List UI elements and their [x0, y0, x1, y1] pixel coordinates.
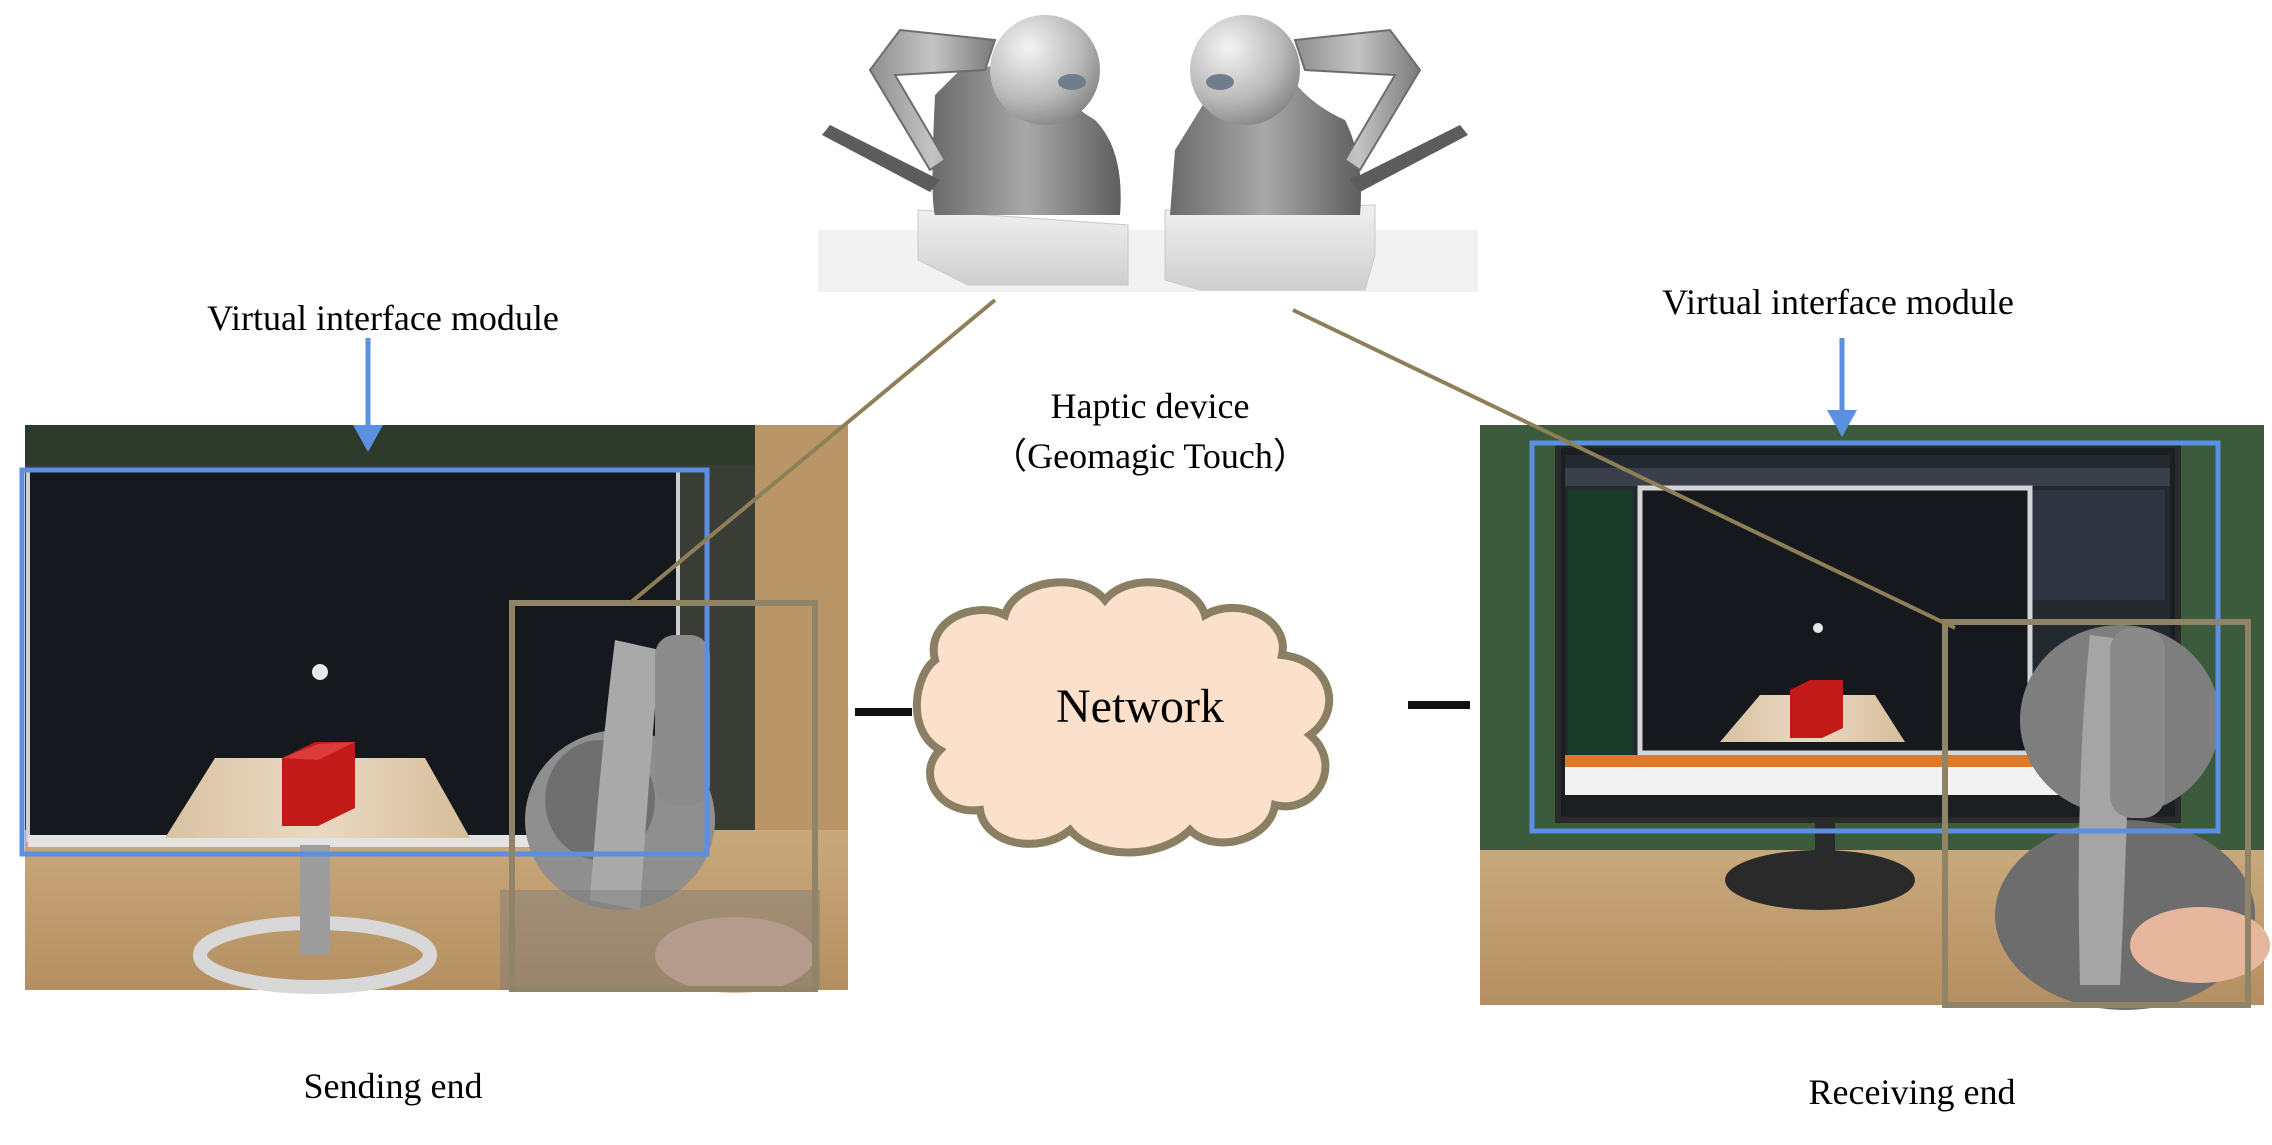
device-right-badge [1206, 74, 1234, 90]
haptic-model-label: （Geomagic Touch） [991, 436, 1309, 476]
sending-haptic-box [509, 600, 818, 992]
network-label: Network [1056, 680, 1224, 733]
photo-right-status-bar [1565, 755, 2170, 767]
device-right-dome [1190, 15, 1300, 125]
receiving-haptic-box [1942, 619, 2251, 1008]
virtual-probe-dot-left [312, 664, 328, 680]
device-left-stylus [822, 125, 940, 192]
device-right-base [1164, 204, 1376, 291]
haptic-device-label: Haptic device [1051, 386, 1250, 426]
photo-right-monitor-stand [1725, 850, 1915, 910]
device-left-base [917, 209, 1129, 286]
haptic-device-pair [818, 15, 1478, 292]
device-left-arm [868, 28, 997, 172]
haptic-device-right [1164, 15, 1468, 291]
network-cloud [912, 578, 1333, 857]
photo-right-ide-code [1568, 490, 1633, 755]
device-left-badge [1058, 74, 1086, 90]
left-module-label: Virtual interface module [207, 298, 559, 338]
photo-right-ide-toolbar [1565, 468, 2170, 486]
photo-right-ide-panel [2015, 490, 2165, 600]
photo-left-hand [655, 917, 815, 993]
down-arrow-icon-left [353, 338, 383, 452]
device-right-stylus [1350, 125, 1468, 192]
virtual-cube-right [1790, 680, 1843, 738]
device-left-body [932, 60, 1121, 215]
photo-right-hand [2130, 907, 2270, 983]
receiving-end-photo [1480, 425, 2270, 1010]
device-right-arm [1293, 28, 1422, 172]
right-module-label: Virtual interface module [1662, 282, 2014, 322]
down-arrow-icon-right [1827, 338, 1857, 437]
photo-left-wall [25, 425, 848, 465]
sending-end-label: Sending end [304, 1066, 483, 1106]
haptic-device-left [822, 15, 1129, 286]
connector-line-left [628, 298, 997, 605]
virtual-probe-dot-right [1813, 623, 1823, 633]
receiving-end-label: Receiving end [1809, 1072, 2016, 1112]
photo-left-haptic [500, 635, 820, 993]
device-shadow-floor [818, 230, 1478, 292]
photo-right-haptic [1995, 625, 2270, 1010]
connector-line-right [1292, 308, 1956, 630]
receiving-virtual-interface-box [1529, 440, 2221, 834]
virtual-cube-left [282, 742, 355, 826]
sending-end-photo [19, 425, 848, 994]
photo-left-cabinet [755, 425, 848, 855]
sending-virtual-interface-box [19, 467, 710, 857]
device-left-dome [990, 15, 1100, 125]
photo-left-stand-neck [300, 845, 330, 955]
